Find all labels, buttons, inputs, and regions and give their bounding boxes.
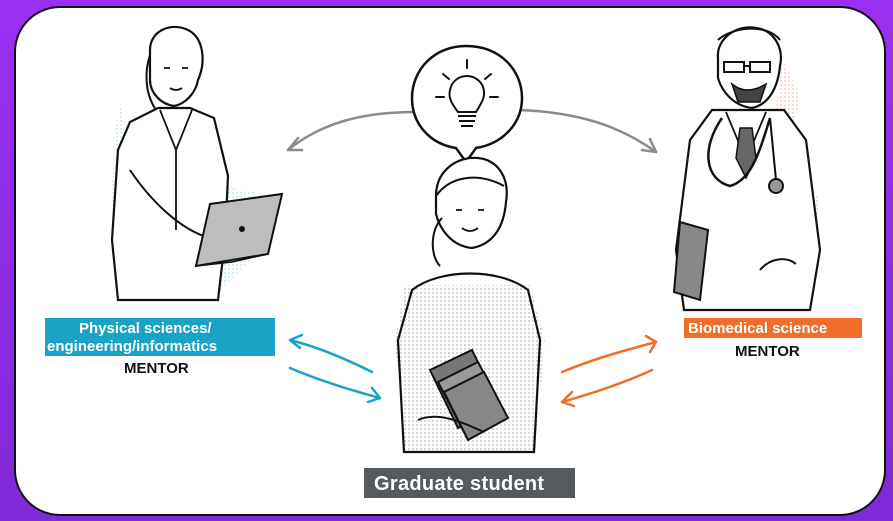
biomedical-mentor-role: MENTOR bbox=[735, 343, 800, 360]
stethoscope-icon bbox=[707, 117, 784, 194]
physical-sciences-mentor-figure bbox=[110, 25, 284, 302]
graduate-student-figure bbox=[395, 156, 545, 454]
lightbulb-icon bbox=[410, 44, 524, 165]
idea-arrow-left bbox=[286, 110, 417, 152]
biomedical-exchange-arrows bbox=[560, 334, 658, 408]
graduate-student-label: Graduate student bbox=[364, 468, 575, 498]
physical-exchange-arrows bbox=[288, 333, 382, 404]
physical-sciences-label: Physical sciences/ engineering/informati… bbox=[45, 318, 275, 356]
idea-arrow-right bbox=[516, 108, 658, 154]
laptop-icon bbox=[194, 192, 284, 268]
biomedical-label: Biomedical science bbox=[684, 318, 862, 338]
biomedical-mentor-figure bbox=[672, 26, 822, 312]
physical-sciences-label-line1: Physical sciences/ bbox=[79, 320, 212, 337]
biomedical-label-text: Biomedical science bbox=[688, 320, 828, 337]
physical-sciences-label-line2: engineering/informatics bbox=[47, 338, 218, 355]
graduate-student-label-text: Graduate student bbox=[374, 473, 545, 495]
physical-mentor-role: MENTOR bbox=[124, 360, 189, 377]
